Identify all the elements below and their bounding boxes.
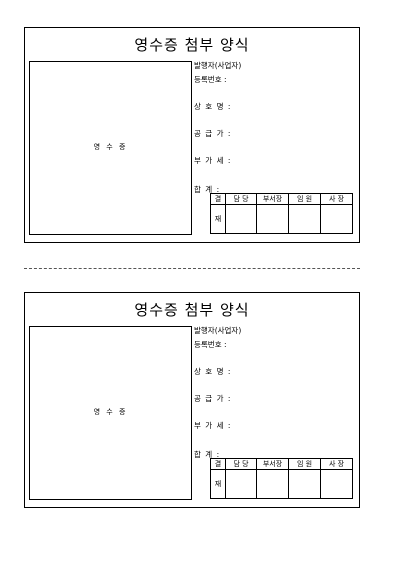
issuer-heading: 발행자(사업자) xyxy=(194,326,242,335)
approval-header-manager: 담 당 xyxy=(225,193,257,205)
field-registration-number: 등록번호 : xyxy=(194,75,227,84)
approval-header-manager: 담 당 xyxy=(225,458,257,470)
approval-sign-cell xyxy=(320,204,353,234)
approval-sign-cell xyxy=(256,204,289,234)
field-vat: 부 가 세 : xyxy=(194,421,232,430)
receipt-form-top: 영수증 첨부 양식 영 수 증 발행자(사업자) 등록번호 : 상 호 명 : … xyxy=(24,27,360,243)
approval-header-president: 사 장 xyxy=(320,458,353,470)
approval-header-department-head: 부서장 xyxy=(256,458,289,470)
approval-sign-cell xyxy=(320,469,353,499)
approval-table: 결 담 당 부서장 임 원 사 장 재 xyxy=(210,458,353,499)
approval-table: 결 담 당 부서장 임 원 사 장 재 xyxy=(210,193,353,234)
approval-header-department-head: 부서장 xyxy=(256,193,289,205)
field-vat: 부 가 세 : xyxy=(194,156,232,165)
field-supply-price: 공 급 가 : xyxy=(194,129,232,138)
field-total: 합 계 : xyxy=(194,185,221,194)
receipt-form-bottom: 영수증 첨부 양식 영 수 증 발행자(사업자) 등록번호 : 상 호 명 : … xyxy=(24,292,360,508)
approval-sign-cell xyxy=(225,469,257,499)
approval-header-executive: 임 원 xyxy=(288,458,321,470)
form-title: 영수증 첨부 양식 xyxy=(134,36,250,54)
approval-side-bottom: 재 xyxy=(210,469,226,499)
issuer-heading: 발행자(사업자) xyxy=(194,61,242,70)
cut-line-divider xyxy=(24,268,360,269)
approval-sign-cell xyxy=(288,469,321,499)
field-supply-price: 공 급 가 : xyxy=(194,394,232,403)
approval-header-president: 사 장 xyxy=(320,193,353,205)
field-registration-number: 등록번호 : xyxy=(194,340,227,349)
receipt-attach-area: 영 수 증 xyxy=(29,61,192,235)
approval-header-executive: 임 원 xyxy=(288,193,321,205)
receipt-label: 영 수 증 xyxy=(93,408,128,416)
approval-sign-cell xyxy=(256,469,289,499)
field-total: 합 계 : xyxy=(194,450,221,459)
receipt-label: 영 수 증 xyxy=(93,143,128,151)
approval-sign-cell xyxy=(225,204,257,234)
field-company-name: 상 호 명 : xyxy=(194,102,232,111)
approval-side-top: 결 xyxy=(210,193,226,205)
approval-side-bottom: 재 xyxy=(210,204,226,234)
approval-sign-cell xyxy=(288,204,321,234)
field-company-name: 상 호 명 : xyxy=(194,367,232,376)
approval-side-top: 결 xyxy=(210,458,226,470)
receipt-attach-area: 영 수 증 xyxy=(29,326,192,500)
form-title: 영수증 첨부 양식 xyxy=(134,301,250,319)
